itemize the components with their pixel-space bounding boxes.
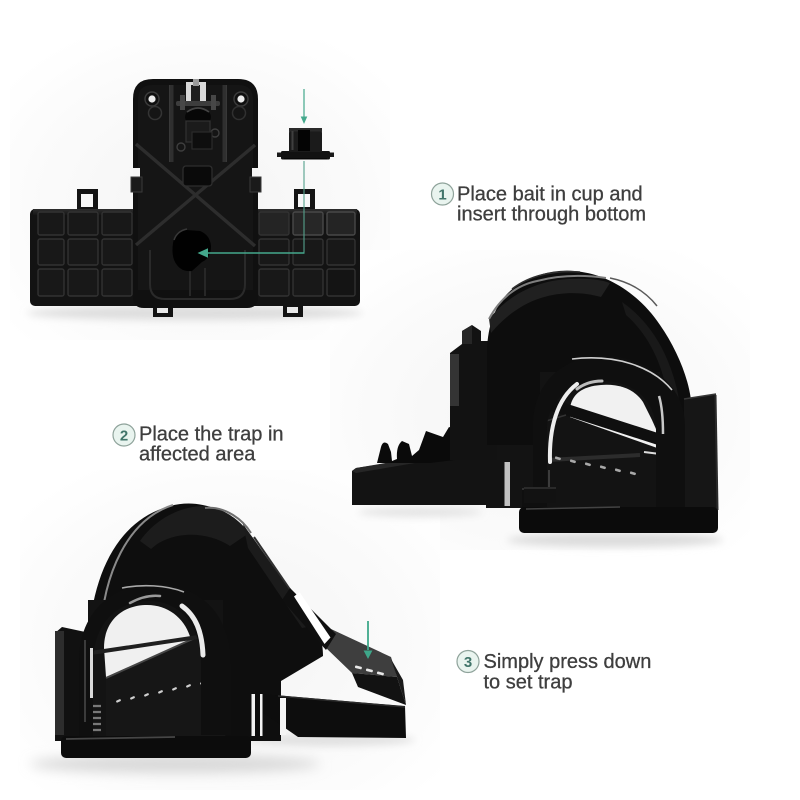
svg-text:1: 1 xyxy=(438,187,446,204)
svg-text:2: 2 xyxy=(120,428,128,445)
svg-text:to set trap: to set trap xyxy=(484,671,573,693)
svg-text:Simply press down: Simply press down xyxy=(484,651,652,673)
svg-text:affected area: affected area xyxy=(139,443,256,465)
svg-text:Place the trap in: Place the trap in xyxy=(139,424,284,446)
svg-text:3: 3 xyxy=(464,654,472,671)
svg-text:Place bait in cup and: Place bait in cup and xyxy=(457,184,643,206)
svg-text:insert through bottom: insert through bottom xyxy=(457,203,646,225)
